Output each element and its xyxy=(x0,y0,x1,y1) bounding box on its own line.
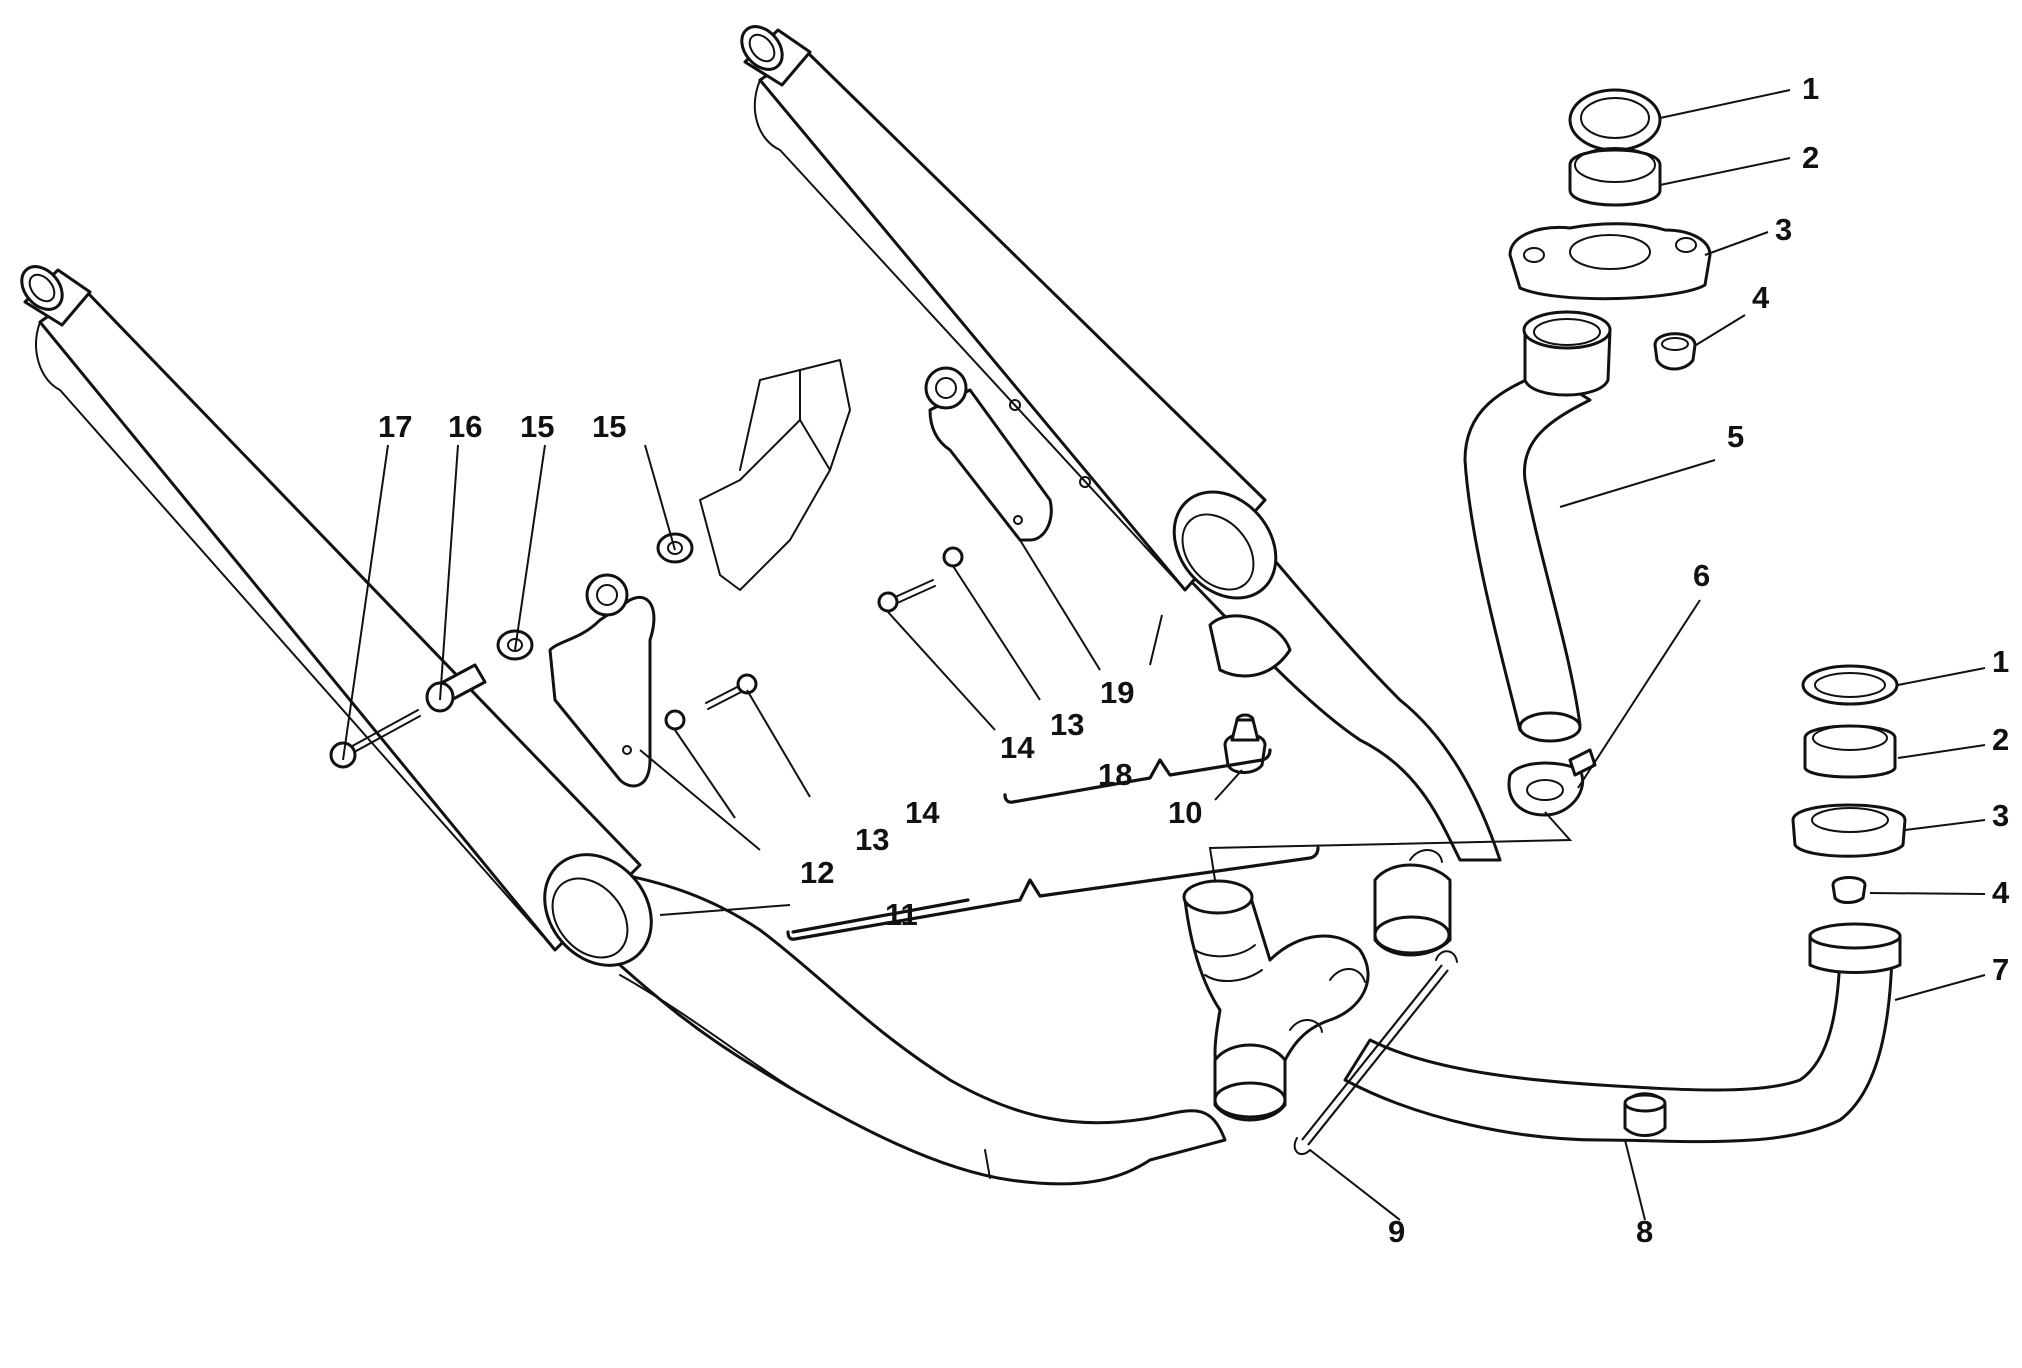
left-bracket-assembly xyxy=(329,359,851,788)
flange-stack-top xyxy=(1508,88,1712,371)
callout-19: 19 xyxy=(1100,675,1134,710)
group-braces xyxy=(786,748,1320,941)
callout-12: 12 xyxy=(800,855,834,890)
callout-4b: 4 xyxy=(1992,875,2010,910)
callout-14a: 14 xyxy=(905,795,940,830)
callout-1b: 1 xyxy=(1992,644,2009,679)
callout-3b: 3 xyxy=(1992,798,2009,833)
callout-18: 18 xyxy=(1098,757,1132,792)
callout-15b: 15 xyxy=(592,409,626,444)
callout-2a: 2 xyxy=(1802,140,1819,175)
exhaust-pipe-5 xyxy=(1463,310,1612,743)
callout-7: 7 xyxy=(1992,952,2009,987)
callout-9: 9 xyxy=(1388,1214,1405,1249)
callout-16: 16 xyxy=(448,409,482,444)
callout-13a: 13 xyxy=(855,822,889,857)
callout-17: 17 xyxy=(378,409,412,444)
callout-8: 8 xyxy=(1636,1214,1653,1249)
callout-numbers: 1 2 3 4 5 6 1 2 3 4 7 8 9 10 11 12 13 14… xyxy=(378,71,2010,1249)
clamp-6 xyxy=(1507,748,1597,817)
left-muffler xyxy=(20,265,1227,1186)
callout-13b: 13 xyxy=(1050,707,1084,742)
right-muffler xyxy=(740,25,1502,862)
callout-2b: 2 xyxy=(1992,722,2009,757)
callout-3a: 3 xyxy=(1775,212,1792,247)
callout-11: 11 xyxy=(885,897,918,932)
callout-4a: 4 xyxy=(1752,280,1770,315)
leader-lines xyxy=(342,89,1986,1221)
exhaust-pipe-7 xyxy=(1343,922,1902,1144)
callout-15a: 15 xyxy=(520,409,554,444)
callout-5: 5 xyxy=(1727,419,1744,454)
callout-14b: 14 xyxy=(1000,730,1035,765)
callout-6: 6 xyxy=(1693,558,1710,593)
callout-10: 10 xyxy=(1168,795,1202,830)
collector-y-pipe xyxy=(1182,849,1452,1122)
flange-stack-lower xyxy=(1791,664,1907,904)
spring-9 xyxy=(1293,950,1458,1156)
callout-1a: 1 xyxy=(1802,71,1819,106)
